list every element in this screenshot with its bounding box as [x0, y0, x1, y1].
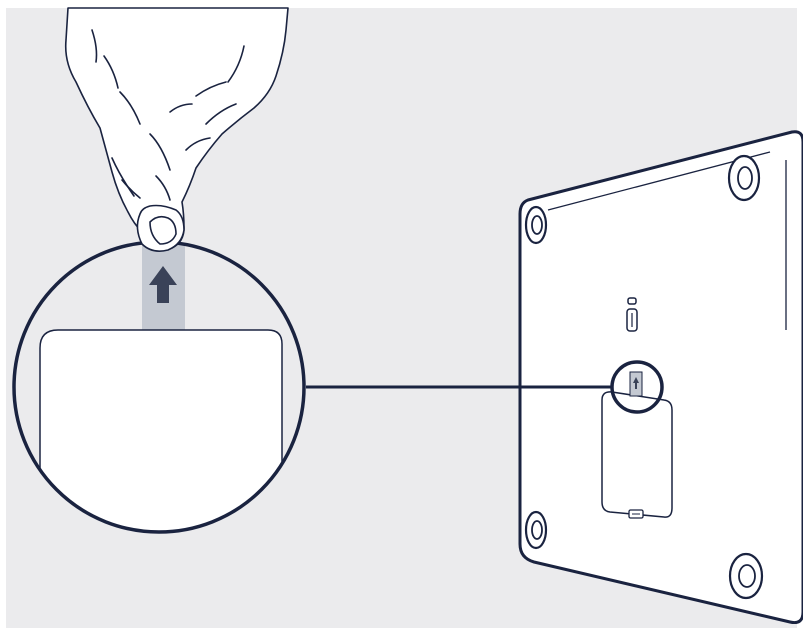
scale-foot-top-right: [727, 154, 761, 202]
hand-icon: [64, 7, 289, 252]
scale-device-icon: [518, 130, 803, 624]
battery-cover-icon: [601, 391, 673, 519]
device-pull-tab: [629, 371, 643, 397]
lock-slot-icon: [626, 297, 638, 332]
scale-foot-top-left: [524, 205, 548, 245]
arrow-up-icon: [149, 266, 177, 303]
scale-foot-bottom-left: [524, 510, 548, 550]
magnifier-circle-icon: [12, 240, 306, 534]
enlarged-battery-cover: [39, 329, 283, 532]
scale-foot-bottom-right: [728, 552, 764, 600]
